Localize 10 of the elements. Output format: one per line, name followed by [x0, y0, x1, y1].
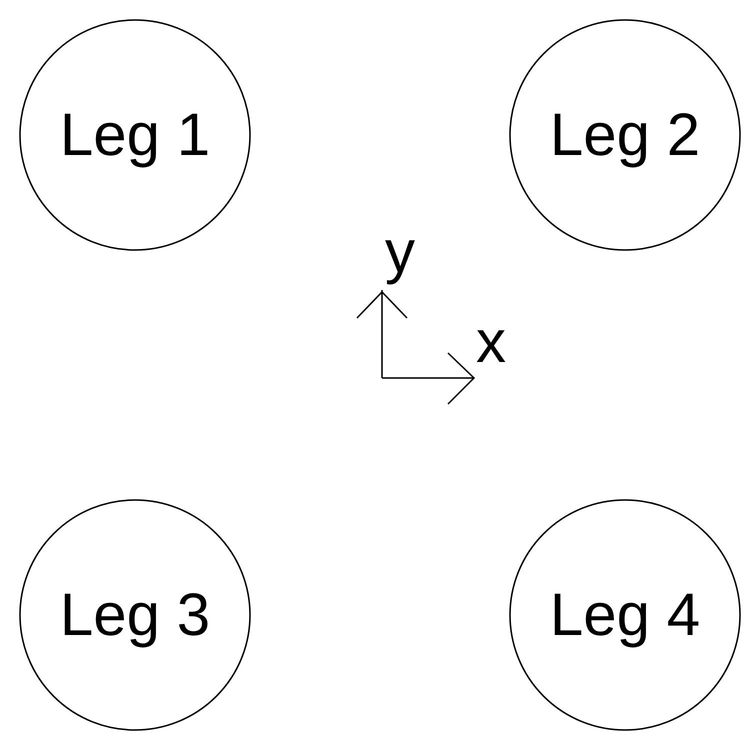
leg-circle — [509, 19, 741, 251]
leg-circle — [19, 19, 251, 251]
leg-circle — [509, 499, 741, 731]
leg-label: Leg 4 — [548, 585, 702, 645]
leg-label: Leg 3 — [58, 585, 212, 645]
leg-label: Leg 2 — [548, 105, 702, 165]
axis-label: x — [476, 312, 506, 372]
axis-label: y — [385, 222, 415, 282]
leg-label: Leg 1 — [58, 105, 212, 165]
leg-circle — [19, 499, 251, 731]
